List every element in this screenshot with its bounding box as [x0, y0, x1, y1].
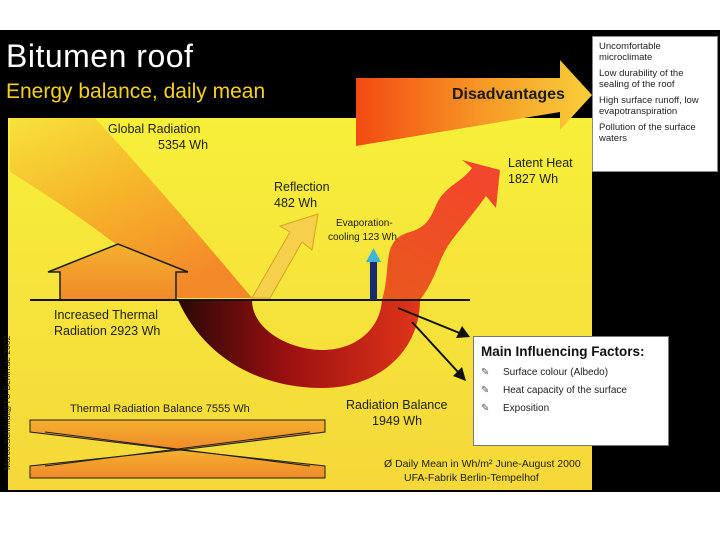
factor-item: ✎ Heat capacity of the surface: [481, 385, 661, 397]
pointer-head-upper: [456, 326, 470, 338]
footer-line-2: UFA-Fabrik Berlin-Tempelhof: [404, 472, 539, 484]
factor-label: Surface colour (Albedo): [503, 367, 609, 378]
latent-heat-value: 1827 Wh: [508, 172, 559, 186]
influencing-factors-title: Main Influencing Factors:: [481, 344, 645, 359]
reflection-arrow: [251, 213, 319, 299]
reflection-value: 482 Wh: [274, 196, 318, 210]
factor-item: ✎ Surface colour (Albedo): [481, 367, 661, 379]
factor-label: Heat capacity of the surface: [503, 385, 627, 396]
evaporation-label: Evaporation-: [336, 218, 393, 229]
disadvantage-item: Uncomfortable microclimate: [599, 41, 661, 63]
evaporation-value: cooling 123 Wh: [328, 232, 397, 243]
thermal-radiation-value: Radiation 2923 Wh: [54, 324, 161, 338]
thermal-balance-bar-top: [29, 419, 326, 451]
radiation-balance-arc: [178, 300, 420, 388]
thermal-balance-cross-b: [44, 431, 311, 467]
page-subtitle: Energy balance, daily mean: [6, 80, 266, 103]
factor-label: Exposition: [503, 403, 550, 414]
disadvantage-item: High surface runoff, low evapotranspirat…: [599, 95, 699, 117]
author-credit: Marco.Schmidt@TU-Berlin.de 2002: [2, 335, 12, 470]
radiation-balance-label: Radiation Balance: [346, 398, 448, 412]
disadvantage-item: Pollution of the surface waters: [599, 122, 696, 144]
influencing-factors-box: Main Influencing Factors: ✎ Surface colo…: [473, 336, 669, 446]
thermal-balance-bar-bottom: [29, 449, 326, 479]
disadvantages-box: Uncomfortable microclimate Low durabilit…: [592, 36, 718, 172]
pointer-line-upper: [397, 307, 463, 335]
global-radiation-value: 5354 Wh: [158, 138, 209, 152]
disadvantages-label: Disadvantages: [452, 86, 565, 103]
house-icon: [47, 243, 189, 301]
footer-line-1: Ø Daily Mean in Wh/m² June-August 2000: [384, 458, 581, 470]
reflection-label: Reflection: [274, 180, 330, 194]
latent-heat-arrow: [382, 160, 500, 300]
evaporation-arrow-shaft: [370, 260, 377, 300]
pen-icon: ✎: [481, 403, 490, 414]
thermal-balance-label: Thermal Radiation Balance 7555 Wh: [70, 403, 250, 415]
disadvantages-arrow: [356, 60, 592, 146]
thermal-radiation-label: Increased Thermal: [54, 308, 158, 322]
pointer-line-lower: [411, 321, 459, 373]
latent-heat-label: Latent Heat: [508, 156, 573, 170]
pointer-head-lower: [453, 367, 466, 381]
global-radiation-band: [10, 118, 252, 298]
pen-icon: ✎: [481, 367, 490, 378]
page-title: Bitumen roof: [6, 38, 194, 74]
pen-icon: ✎: [481, 385, 490, 396]
radiation-balance-value: 1949 Wh: [372, 414, 423, 428]
factor-item: ✎ Exposition: [481, 403, 661, 415]
global-radiation-label: Global Radiation: [108, 122, 201, 136]
evaporation-arrow-head: [366, 248, 381, 262]
disadvantage-item: Low durability of the sealing of the roo…: [599, 68, 684, 90]
